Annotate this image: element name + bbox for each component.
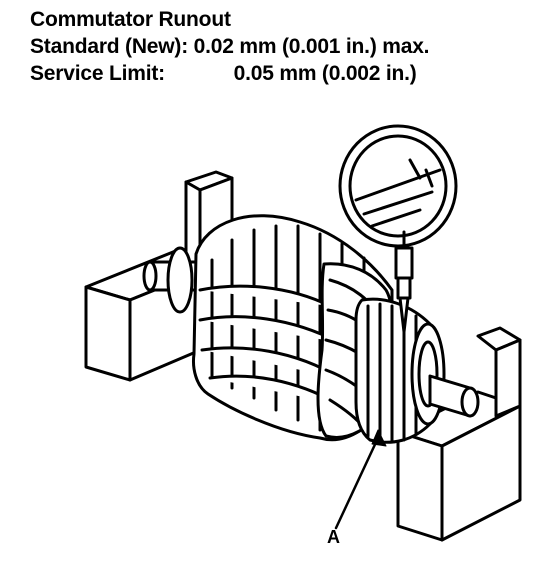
standard-value: 0.02 mm (0.001 in.) max. (193, 35, 430, 58)
callout-leader (334, 429, 387, 530)
spec-block: Commutator Runout Standard (New): 0.02 m… (30, 6, 430, 87)
commutator (354, 297, 446, 444)
right-v-block (396, 326, 522, 542)
callout-a-label: A (327, 527, 340, 547)
spec-limit-row: Service Limit: 0.05 mm (0.002 in.) (30, 60, 429, 87)
spec-title: Commutator Runout (30, 8, 231, 31)
limit-label: Service Limit: (30, 62, 165, 85)
standard-label: Standard (New): (30, 35, 189, 58)
limit-value: 0.05 mm (0.002 in.) (233, 62, 417, 85)
right-shaft (428, 374, 480, 418)
spec-standard-row: Standard (New): 0.02 mm (0.001 in.) max. (30, 33, 430, 60)
dial-indicator (338, 124, 458, 334)
